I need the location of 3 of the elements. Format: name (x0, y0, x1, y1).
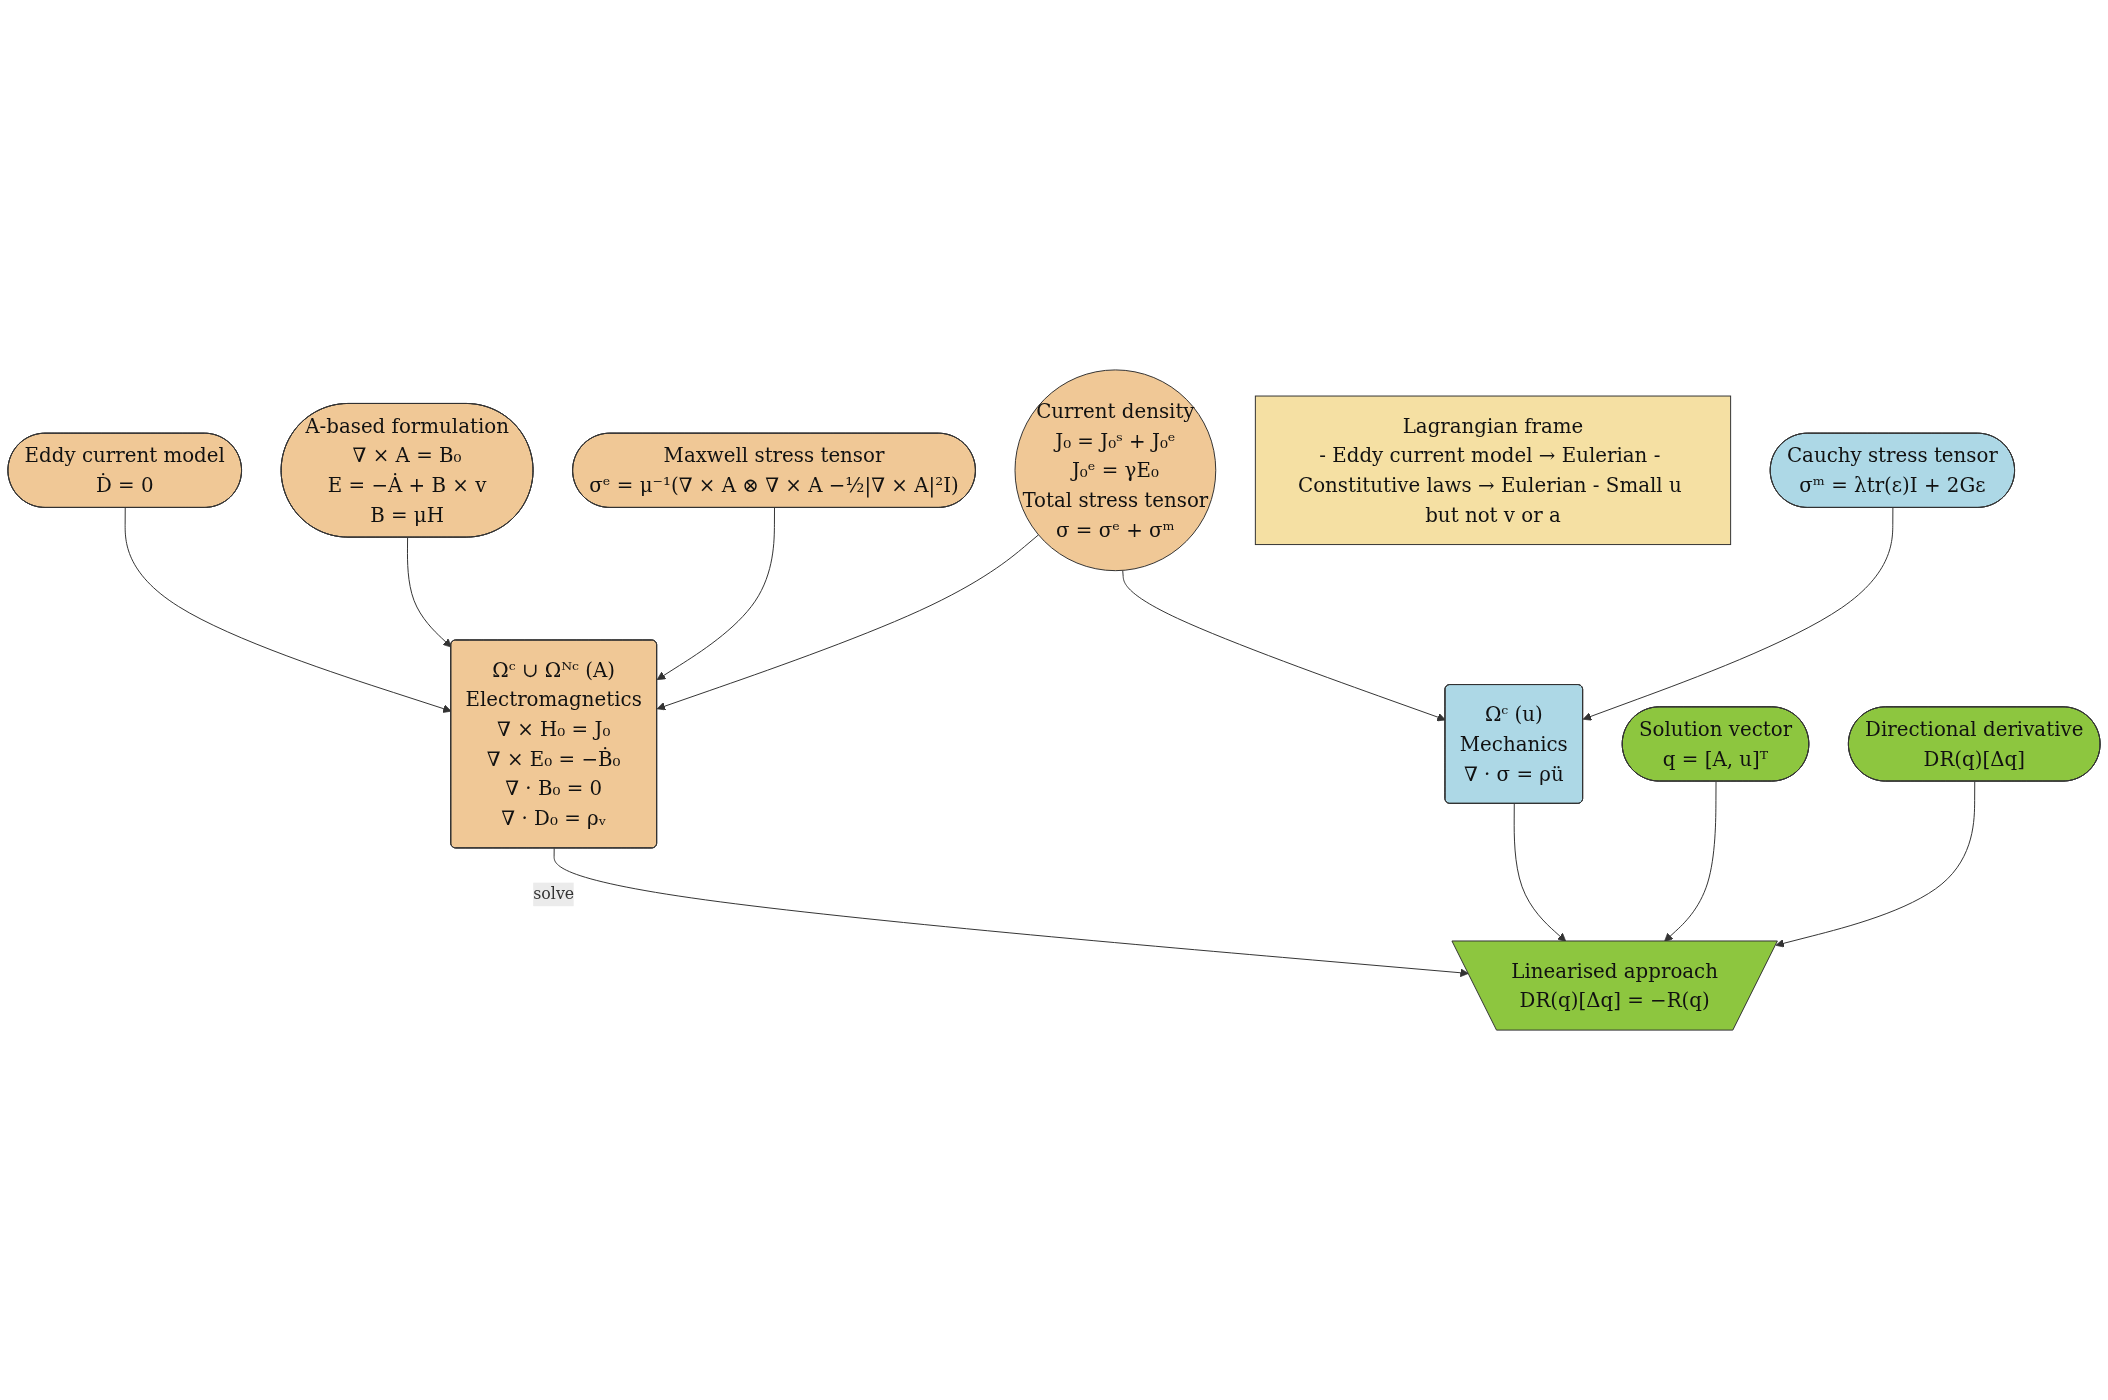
edge-label: solve (533, 884, 575, 904)
node-circle: Current density J₀ = J₀ˢ + J₀ᵉ J₀ᵉ = γE₀ Total stress tensor σ = σᵉ + σᵐ (1014, 369, 1217, 572)
node-box: Lagrangian frame - Eddy current model → Eulerian - Constitutive laws → Eulerian - Small u but not v or a (1254, 395, 1732, 546)
